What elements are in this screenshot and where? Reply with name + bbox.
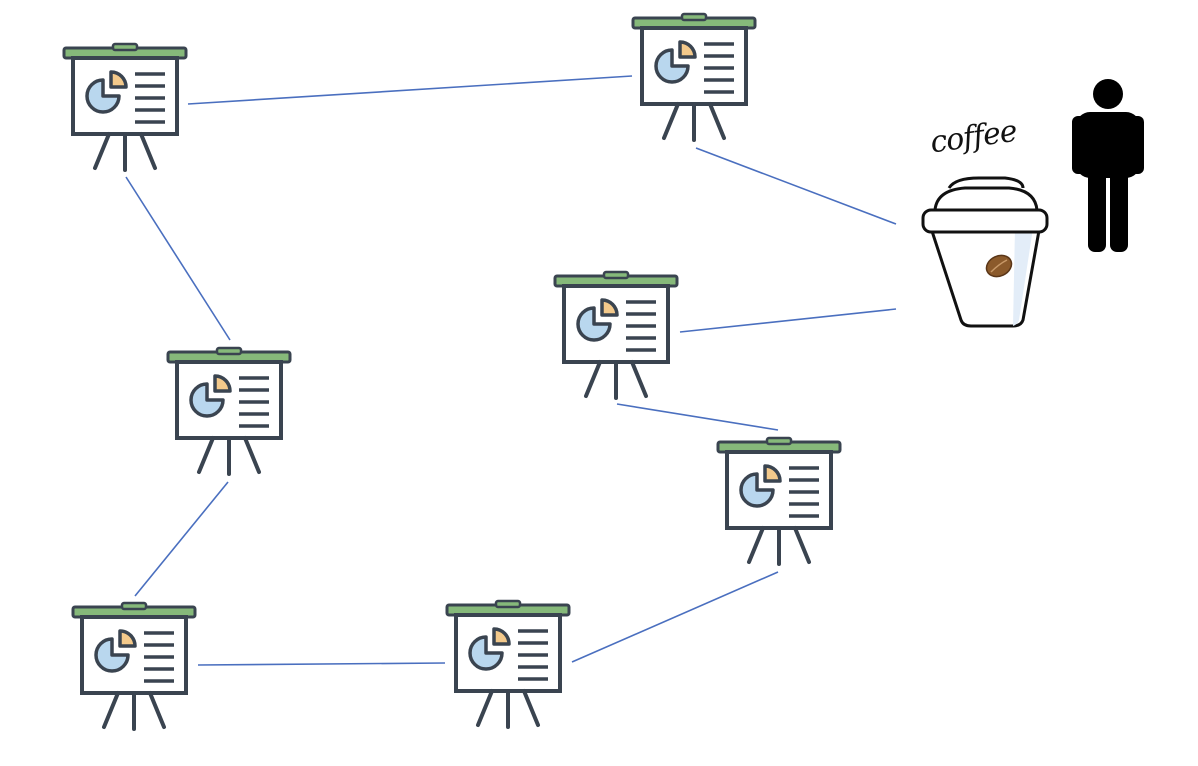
person-icon: [1072, 79, 1144, 252]
presentation-easel-icon: [553, 270, 679, 400]
easel-node-5: [71, 601, 197, 731]
edge-easel6-easel7: [571, 571, 779, 663]
easel-node-2: [631, 12, 757, 142]
presentation-easel-icon: [62, 42, 188, 172]
easel-node-4: [553, 270, 679, 400]
edge-easel4-coffee: [695, 147, 897, 225]
presentation-easel-icon: [631, 12, 757, 142]
edge-easel1-easel2: [187, 75, 633, 105]
presentation-easel-icon: [166, 346, 292, 476]
coffee-cup-icon: [921, 176, 1049, 328]
easel-node-6: [445, 599, 571, 729]
edge-easel3-easel5: [134, 481, 229, 597]
easel-node-7: [716, 436, 842, 566]
easel-node-3: [166, 346, 292, 476]
easel-node-1: [62, 42, 188, 172]
edge-easel5-easel6: [197, 662, 446, 666]
edge-easel1-easel3: [125, 176, 231, 341]
edges-layer: [125, 75, 897, 666]
presentation-easel-icon: [71, 601, 197, 731]
presentation-easel-icon: [445, 599, 571, 729]
presentation-easel-icon: [716, 436, 842, 566]
edge-easel7-easel8: [616, 403, 779, 431]
edge-easel8-easel4: [679, 308, 897, 333]
